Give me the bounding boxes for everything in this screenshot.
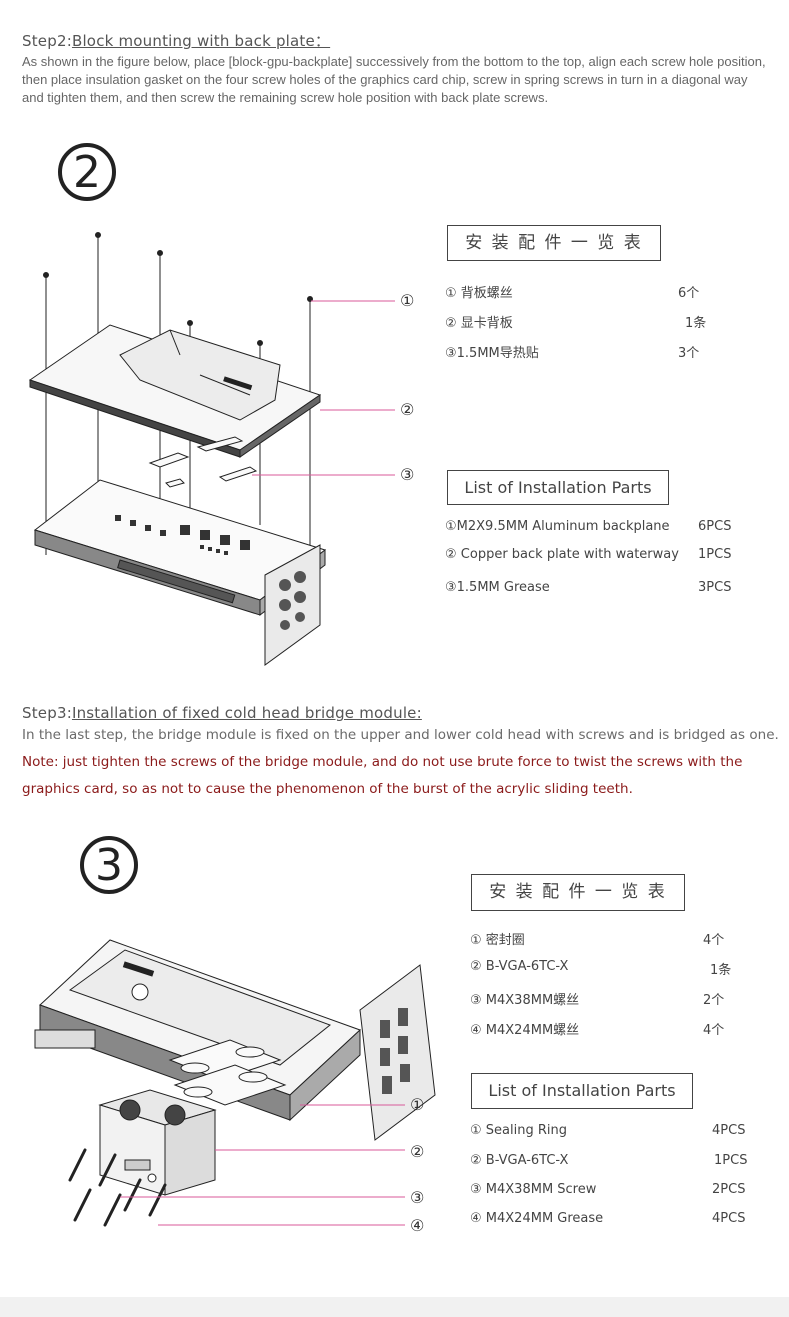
- step3-cn-item-4-qty: 4个: [703, 1023, 725, 1038]
- step3-note: Note: just tighten the screws of the bri…: [22, 754, 743, 797]
- step3-label: Step3:: [22, 704, 72, 722]
- step2-cn-item-3-name: ③1.5MM导热贴: [445, 346, 539, 361]
- bridge-plates: [168, 1039, 287, 1106]
- step2-en-list-title: List of Installation Parts: [447, 470, 669, 505]
- step2-en-item-1-name: ①M2X9.5MM Aluminum backplane: [445, 519, 670, 534]
- graphics-card: [33, 479, 327, 666]
- step2-en-item-2-qty: 1PCS: [698, 547, 732, 562]
- step3-en-item-2-qty: 1PCS: [714, 1153, 748, 1168]
- step3-en-item-2-name: ② B-VGA-6TC-X: [470, 1153, 569, 1168]
- step3-cn-list-title: 安 装 配 件 一 览 表: [471, 874, 685, 911]
- step3-paragraph: In the last step, the bridge module is f…: [22, 722, 782, 803]
- graphics-card-with-block: [34, 939, 436, 1141]
- step3-cn-item-2-name: ② B-VGA-6TC-X: [470, 959, 569, 974]
- step3-en-item-1-qty: 4PCS: [712, 1123, 746, 1138]
- step2-title: Block mounting with back plate：: [71, 32, 331, 50]
- step2-description: As shown in the figure below, place [blo…: [22, 54, 766, 105]
- step3-number: 3: [95, 839, 123, 891]
- step2-cn-item-1-name: ① 背板螺丝: [445, 286, 513, 301]
- step3-number-badge: 3: [80, 836, 138, 894]
- step2-exploded-diagram: [28, 232, 395, 666]
- step2-en-item-3-name: ③1.5MM Grease: [445, 580, 550, 595]
- step3-cn-item-3-qty: 2个: [703, 993, 725, 1008]
- step3-cn-item-4-name: ④ M4X24MM螺丝: [470, 1023, 580, 1038]
- step2-callout-2: ②: [400, 400, 415, 419]
- bridge-module: [98, 1089, 217, 1196]
- step2-en-item-3-qty: 3PCS: [698, 580, 732, 595]
- step3-callout-3: ③: [410, 1188, 425, 1207]
- thermal-pads: [148, 436, 258, 488]
- step2-label: Step2:: [22, 32, 72, 50]
- step3-bridge-diagram: [34, 939, 436, 1227]
- step2-cn-item-2-qty: 1条: [685, 316, 707, 331]
- step3-en-item-4-name: ④ M4X24MM Grease: [470, 1211, 604, 1226]
- step3-en-item-1-name: ① Sealing Ring: [470, 1123, 567, 1138]
- step3-cn-item-1-qty: 4个: [703, 933, 725, 948]
- step3-callout-2: ②: [410, 1142, 425, 1161]
- step2-en-item-2-name: ② Copper back plate with waterway: [445, 547, 679, 562]
- bridge-screws: [68, 1148, 167, 1227]
- step3-en-item-3-qty: 2PCS: [712, 1182, 746, 1197]
- step3-callout-4: ④: [410, 1216, 425, 1235]
- step2-cn-list-title: 安 装 配 件 一 览 表: [447, 225, 661, 261]
- step3-callout-1: ①: [410, 1095, 425, 1114]
- step3-title: Installation of fixed cold head bridge m…: [71, 704, 422, 722]
- step2-cn-item-1-qty: 6个: [678, 286, 700, 301]
- step2-cn-item-2-name: ② 显卡背板: [445, 316, 513, 331]
- step3-en-list-title: List of Installation Parts: [471, 1073, 693, 1109]
- step2-callout-3: ③: [400, 465, 415, 484]
- step3-cn-item-2-qty: 1条: [710, 963, 732, 978]
- step2-number-badge: 2: [58, 143, 116, 201]
- step2-heading: Step2:Block mounting with back plate：: [22, 30, 330, 51]
- step3-en-item-3-name: ③ M4X38MM Screw: [470, 1182, 597, 1197]
- step2-cn-item-3-qty: 3个: [678, 346, 700, 361]
- step3-cn-item-1-name: ① 密封圈: [470, 933, 525, 948]
- step2-en-item-1-qty: 6PCS: [698, 519, 732, 534]
- step3-description: In the last step, the bridge module is f…: [22, 727, 779, 743]
- step2-number: 2: [73, 146, 101, 198]
- backplate: [28, 324, 322, 458]
- step3-cn-item-3-name: ③ M4X38MM螺丝: [470, 993, 580, 1008]
- step3-heading: Step3:Installation of fixed cold head br…: [22, 704, 422, 722]
- footer-band: [0, 1297, 789, 1317]
- step3-en-item-4-qty: 4PCS: [712, 1211, 746, 1226]
- step2-callout-1: ①: [400, 291, 415, 310]
